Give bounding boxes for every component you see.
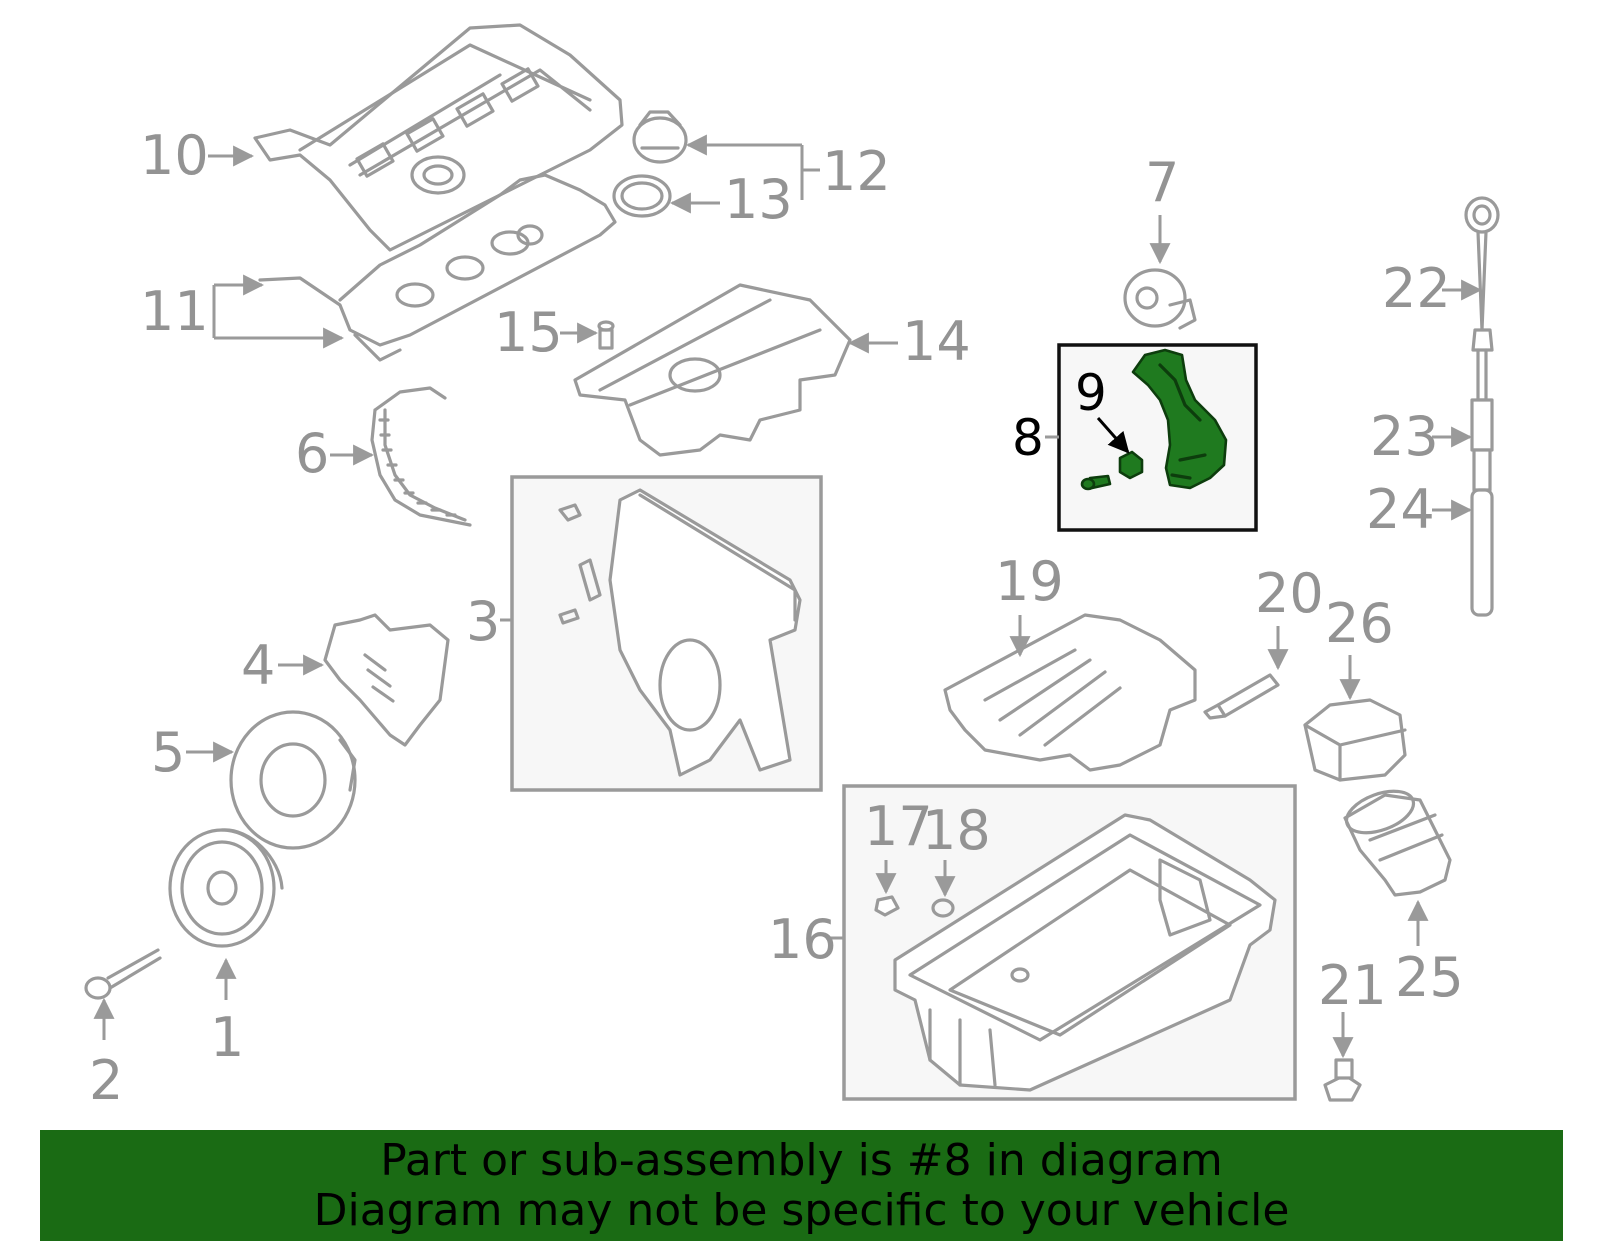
callout-16: 16 [768,908,837,971]
callout-18: 18 [922,799,991,862]
callout-24: 24 [1366,478,1435,541]
callout-8: 8 [1012,409,1044,467]
callout-9: 9 [1075,364,1107,422]
dipstick-tube-part-24 [1470,448,1494,617]
callout-20: 20 [1255,562,1324,625]
oil-filter-part-25 [1343,789,1452,897]
callout-4: 4 [241,634,275,697]
bolt-part-15 [597,320,615,350]
callout-21: 21 [1318,954,1387,1017]
valve-cover-gasket-part-11 [258,173,617,362]
timing-belt-part-6 [370,386,472,527]
oil-baffle-part-19 [943,613,1197,772]
banner-line-2: Diagram may not be specific to your vehi… [313,1185,1290,1236]
oil-cap-seal-part-13 [612,174,672,218]
oil-pan-part-16 [893,813,1277,1092]
callout-12: 12 [822,140,891,203]
callout-1: 1 [210,1006,244,1069]
callout-7: 7 [1145,151,1179,214]
timing-cover-part-3 [558,488,802,777]
oil-cooler-part-26 [1303,698,1407,782]
drain-plug-part-17 [874,895,900,917]
callout-13: 13 [724,168,793,231]
timing-backplate-part-4 [323,613,450,747]
callout-3: 3 [466,590,500,653]
callout-23: 23 [1370,405,1439,468]
valve-cover-part-10 [253,23,624,252]
engine-cover-part-14 [573,283,852,457]
bushing-part-9 [1080,450,1144,491]
crankshaft-bolt-part-2 [84,948,162,1000]
callout-11: 11 [140,280,209,343]
backing-plate-part-5 [229,710,357,850]
oil-filler-cap-part-12 [632,110,688,164]
dipstick-part-22 [1464,196,1500,352]
callout-2: 2 [89,1049,123,1112]
sensor-part-21 [1323,1058,1362,1102]
drain-washer-part-18 [931,898,955,918]
callout-22: 22 [1382,257,1451,320]
callout-25: 25 [1395,946,1464,1009]
banner-line-1: Part or sub-assembly is #8 in diagram [380,1135,1223,1186]
crankshaft-pulley-part-1 [168,828,284,948]
callout-6: 6 [295,422,329,485]
leader-lines [93,134,1483,1059]
callout-15: 15 [494,301,563,364]
callout-26: 26 [1325,592,1394,655]
callout-17: 17 [864,795,933,858]
highlighted-part-8 [1131,348,1228,490]
callout-5: 5 [151,721,185,784]
info-banner: Part or sub-assembly is #8 in diagram Di… [40,1130,1563,1241]
callout-19: 19 [995,550,1064,613]
callout-14: 14 [902,310,971,373]
dipstick-seal-part-23 [1470,348,1494,452]
sealant-part-20 [1203,673,1280,720]
cover-part-7 [1123,268,1197,330]
callout-10: 10 [140,124,209,187]
